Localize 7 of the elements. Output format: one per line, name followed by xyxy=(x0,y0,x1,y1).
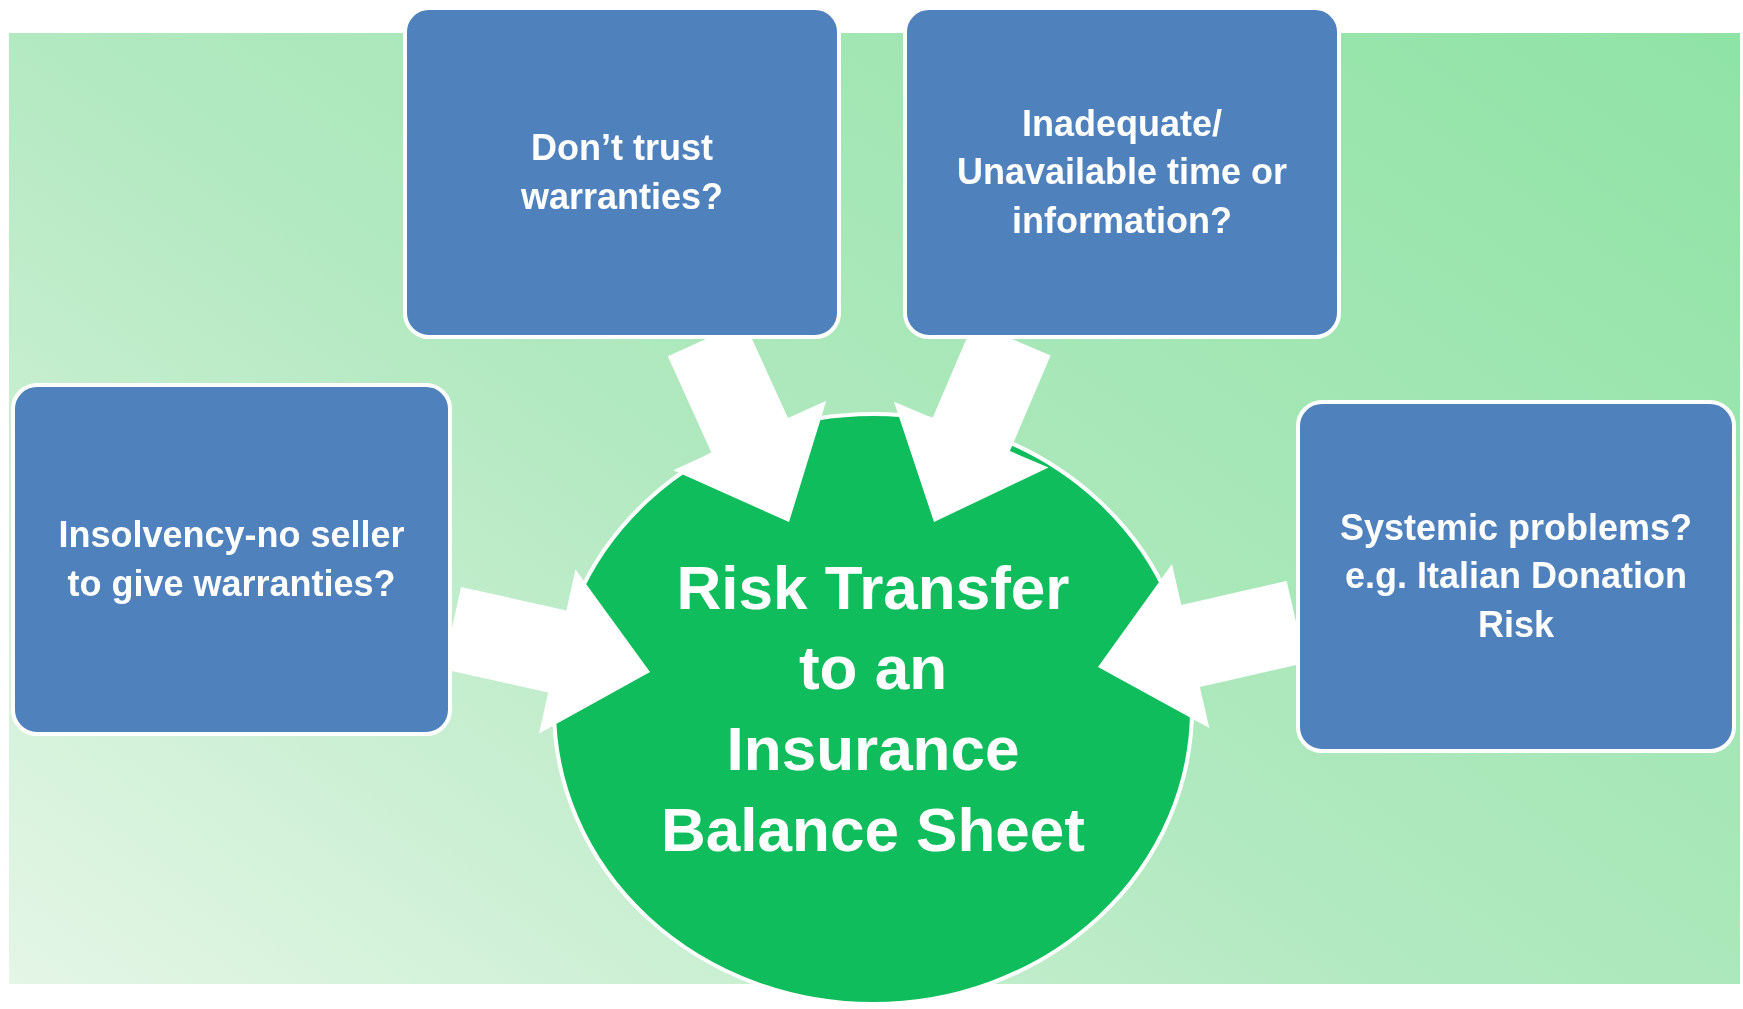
box-text: Inadequate/ Unavailable time or information? xyxy=(955,101,1289,243)
question-box xyxy=(1296,400,1736,753)
box-text: Insolvency-no seller to give warranties? xyxy=(57,512,406,606)
box-text: Systemic problems? e.g. Italian Donation Risk xyxy=(1338,505,1694,647)
circle-text: Risk Transfer to an Insurance Balance Sheet xyxy=(660,551,1086,866)
question-box xyxy=(11,383,452,736)
box-text: Don’t trust warranties? xyxy=(519,125,725,219)
